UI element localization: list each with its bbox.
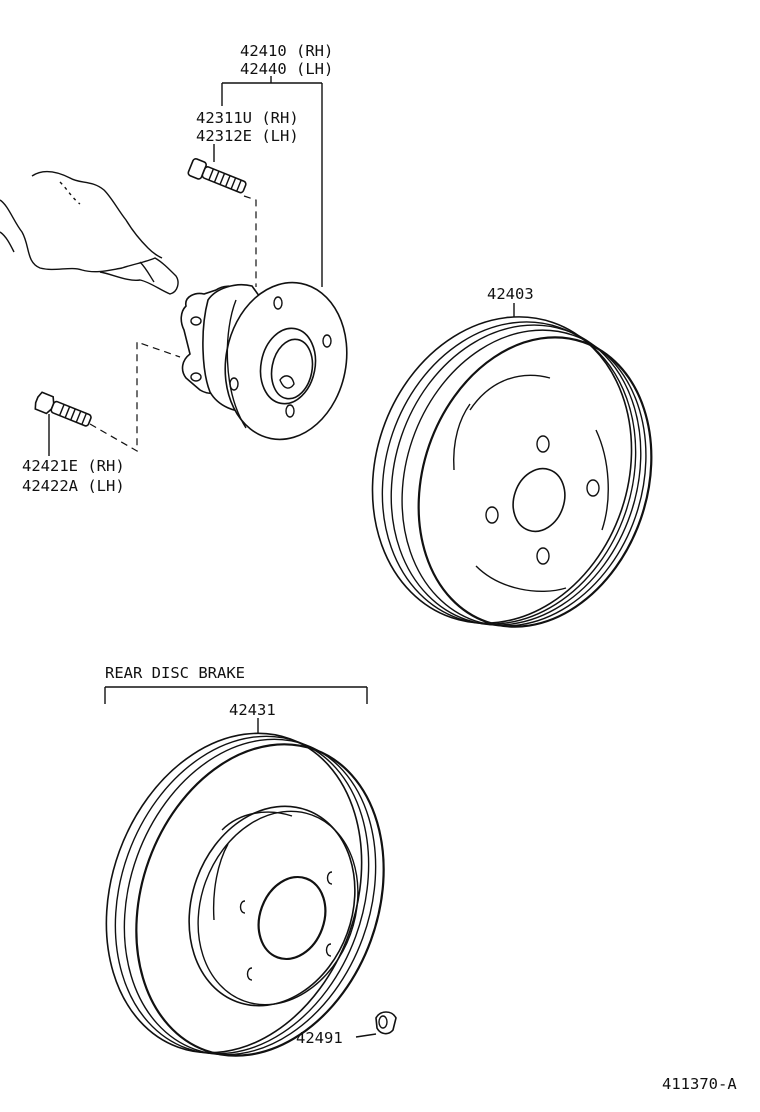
brake-drum xyxy=(371,316,653,628)
rear-axle-hub-assembly xyxy=(180,281,348,441)
label-section-title: REAR DISC BRAKE xyxy=(105,664,245,682)
label-disc-rotor: 42431 xyxy=(229,701,276,719)
label-bolt-rh: 42421E (RH) xyxy=(22,457,125,475)
hub-stud-bolt xyxy=(187,158,247,194)
flange-bolt xyxy=(34,391,92,427)
hub-leader-lines xyxy=(221,76,323,287)
label-brake-drum: 42403 xyxy=(487,285,534,303)
section-bracket xyxy=(104,686,368,704)
label-hub-rh: 42410 (RH) xyxy=(240,42,333,60)
label-stud-lh: 42312E (LH) xyxy=(196,127,299,145)
figure-code: 411370-A xyxy=(662,1075,737,1093)
label-bolt-lh: 42422A (LH) xyxy=(22,477,125,495)
label-hole-plug: 42491 xyxy=(296,1029,343,1047)
hole-plug xyxy=(375,1011,397,1035)
axle-carrier-outline xyxy=(0,170,179,295)
label-hub-lh: 42440 (LH) xyxy=(240,60,333,78)
disc-brake-rotor xyxy=(105,732,385,1057)
stud-dashed-path xyxy=(243,195,257,287)
bolt-dashed-path xyxy=(89,341,181,453)
plug-leader-line xyxy=(355,1033,377,1038)
label-stud-rh: 42311U (RH) xyxy=(196,109,299,127)
